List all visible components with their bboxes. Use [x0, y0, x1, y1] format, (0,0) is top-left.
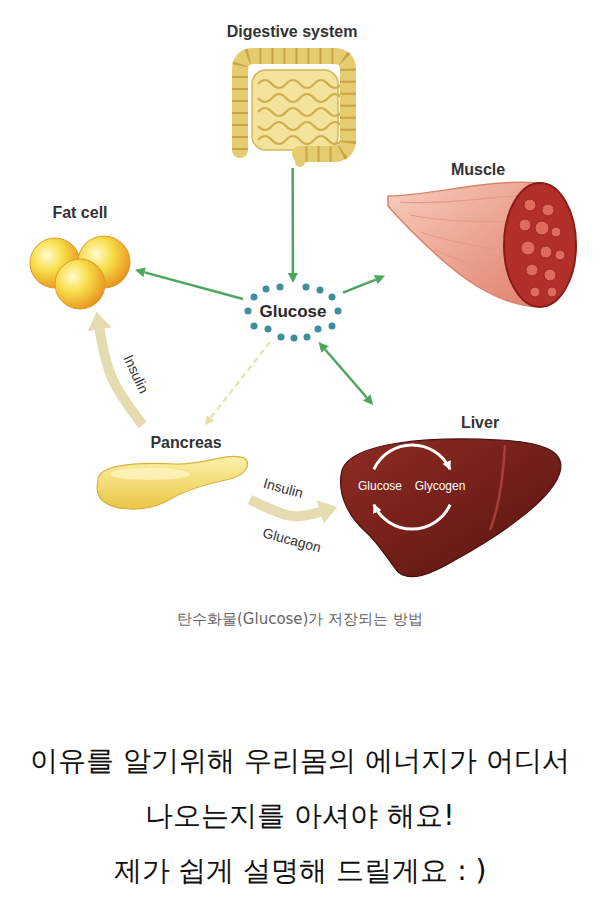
- fat-cell-illustration: [30, 236, 130, 309]
- intestine-fold: [258, 94, 342, 102]
- intestine-fold: [258, 108, 342, 116]
- hormone-arrow: [250, 500, 320, 517]
- glucose-dot: [335, 308, 342, 315]
- muscle-fascicle: [555, 250, 565, 260]
- liver-ligament: [490, 445, 505, 530]
- large-intestine: [240, 56, 348, 154]
- liver-illustration: [341, 439, 561, 577]
- muscle-illustration: [388, 182, 576, 307]
- pancreas-body: [97, 456, 247, 509]
- muscle-fascicle: [542, 204, 554, 216]
- organ-node: LiverGlucose Glycogen: [338, 405, 562, 582]
- intestine-fold: [258, 122, 342, 130]
- note-text: 제가 쉽게 설명해 드릴게요 : ): [15, 843, 585, 898]
- liver-body: [341, 439, 561, 577]
- organ-node: Muscle: [385, 155, 590, 315]
- glucose-dot: [315, 326, 322, 333]
- organ-label: Liver: [461, 414, 499, 432]
- intestine-illustration: [240, 56, 348, 162]
- glucose-dot: [251, 323, 258, 330]
- note-block: 이유를 알기위해 우리몸의 에너지가 어디서 나오는지를 아셔야 해요!제가 쉽…: [15, 733, 585, 898]
- glucose-dot: [329, 294, 336, 301]
- hormone-label: Insulin: [261, 475, 304, 501]
- liver-inner-label: Glycogen: [415, 480, 466, 494]
- caption-text: 탄수화물(Glucose)가 저장되는 방법: [0, 610, 600, 629]
- dashed-arrow: [211, 342, 270, 418]
- muscle-fascicles: [519, 199, 565, 297]
- large-intestine-segments: [240, 56, 348, 154]
- figure-caption: 탄수화물(Glucose)가 저장되는 방법: [0, 610, 600, 629]
- note-text: 이유를 알기위해 우리몸의 에너지가 어디서 나오는지를 아셔야 해요!: [15, 733, 585, 843]
- cycle-arrow: [374, 445, 450, 469]
- glucose-dot: [303, 284, 310, 291]
- glucose-dot: [245, 308, 252, 315]
- organ-node: Pancreas: [92, 425, 250, 512]
- pancreas-illustration: [97, 456, 247, 509]
- glucose-dot: [265, 326, 272, 333]
- flow-arrow: [145, 272, 243, 299]
- fat-cell-sphere: [55, 259, 105, 309]
- flow-arrow: [291, 168, 294, 273]
- glucose-dot: [304, 334, 311, 341]
- glucose-dot: [291, 335, 298, 342]
- intestine-fold: [258, 136, 342, 144]
- glucose-dot: [317, 287, 324, 294]
- glucose-node: Glucose: [243, 283, 343, 342]
- cycle-arrow: [374, 505, 450, 529]
- organ-label: Muscle: [451, 161, 505, 179]
- glucose-dot: [251, 294, 258, 301]
- muscle-fascicle: [521, 241, 535, 255]
- glucose-dot: [278, 334, 285, 341]
- glucose-label: Glucose: [259, 302, 326, 322]
- flow-arrow: [325, 350, 367, 398]
- muscle-fascicle: [526, 264, 538, 276]
- muscle-fascicle: [524, 199, 536, 211]
- muscle-fascicle: [547, 287, 557, 297]
- liver-inner-label: Glucose: [358, 480, 402, 494]
- organ-node: Digestive system: [200, 18, 385, 168]
- glucose-dot: [263, 286, 270, 293]
- glucose-dot: [329, 323, 336, 330]
- muscle-section: [504, 183, 576, 307]
- muscle-fascicle: [551, 227, 561, 237]
- glucose-dot: [277, 284, 284, 291]
- flow-arrow: [343, 280, 376, 293]
- intestine-fold: [258, 80, 342, 88]
- hormone-label: Insulin: [120, 352, 152, 395]
- glucose-dots: [245, 284, 342, 342]
- muscle-fascicle: [535, 221, 549, 235]
- muscle-fascicle: [530, 287, 540, 297]
- hormone-arrow: [100, 329, 143, 425]
- organ-label: Pancreas: [150, 434, 221, 452]
- muscle-fascicle: [540, 246, 552, 258]
- organ-label: Fat cell: [52, 204, 107, 222]
- rectum: [295, 154, 305, 162]
- organ-node: Fat cell: [26, 198, 135, 312]
- muscle-fascicle: [519, 219, 531, 231]
- pancreas-highlight: [110, 468, 190, 480]
- hormone-label: Glucagon: [261, 524, 323, 555]
- organ-label: Digestive system: [227, 23, 358, 41]
- connectors: [100, 168, 376, 516]
- muscle-fascicle: [544, 269, 556, 281]
